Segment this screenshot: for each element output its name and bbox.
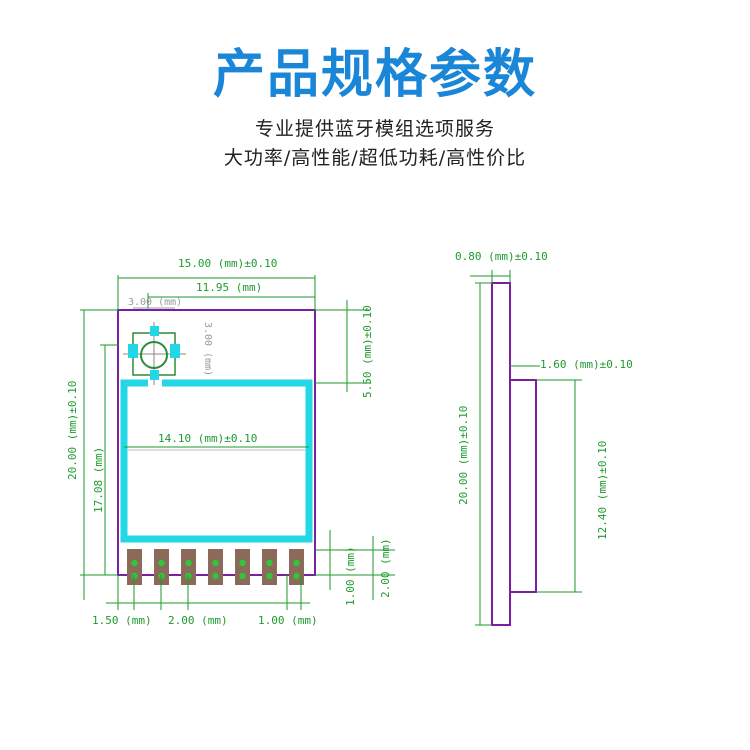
dim-side-height: 20.00 (mm)±0.10	[457, 406, 470, 505]
pin-pad	[208, 549, 223, 585]
dim-pin-width: 1.00 (mm)	[258, 614, 318, 627]
pin-dot	[266, 572, 273, 580]
side-view: 0.80 (mm)±0.10 1.60 (mm)±0.10 20.00 (mm)…	[455, 250, 633, 626]
pin-dot	[266, 559, 273, 567]
front-view: 15.00 (mm)±0.10 11.95 (mm) 3.00 (mm) 3.0…	[66, 257, 395, 627]
dim-pin-pitch: 2.00 (mm)	[168, 614, 228, 627]
dim-width-total: 15.00 (mm)±0.10	[178, 257, 277, 270]
pin-dot	[131, 559, 138, 567]
side-board	[491, 282, 511, 626]
dim-shield-height: 12.40 (mm)±0.10	[596, 441, 609, 540]
dim-width-inner: 11.95 (mm)	[196, 281, 262, 294]
dim-shield-width: 14.10 (mm)±0.10	[158, 432, 257, 445]
dim-height-total: 20.00 (mm)±0.10	[66, 381, 79, 480]
pin-pad	[127, 549, 142, 585]
pin-dot	[293, 559, 300, 567]
shield-notch	[148, 379, 162, 387]
pin-row	[127, 549, 304, 585]
dim-antenna-zone: 5.50 (mm)±0.10	[361, 305, 374, 398]
subtitle-line-2: 大功率/高性能/超低功耗/高性价比	[223, 147, 527, 169]
page-title: 产品规格参数	[212, 45, 537, 105]
dim-pin-length: 1.00 (mm)	[344, 546, 357, 606]
pin-pad	[181, 549, 196, 585]
pin-dot	[185, 559, 192, 567]
dim-total-thickness: 1.60 (mm)±0.10	[540, 358, 633, 371]
pin-dot	[293, 572, 300, 580]
dim-pin-zone: 2.00 (mm)	[379, 538, 392, 598]
dim-pin-offset: 1.50 (mm)	[92, 614, 152, 627]
subtitle-line-1: 专业提供蓝牙模组选项服务	[254, 118, 495, 140]
pin-dot	[212, 559, 219, 567]
antenna-symbol	[123, 322, 186, 385]
side-shield	[509, 379, 537, 593]
pin-dot	[158, 559, 165, 567]
pin-pad	[235, 549, 250, 585]
dim-antenna-width: 3.00 (mm)	[128, 297, 182, 308]
shield-frame	[120, 379, 313, 543]
pin-dot	[239, 572, 246, 580]
dim-height-body: 17.08 (mm)	[92, 447, 105, 513]
dim-board-thickness: 0.80 (mm)±0.10	[455, 250, 548, 263]
pin-dot	[239, 559, 246, 567]
pin-dot	[212, 572, 219, 580]
pin-pad	[154, 549, 169, 585]
dim-antenna-height: 3.00 (mm)	[202, 322, 213, 376]
pin-pad	[262, 549, 277, 585]
pin-pad	[289, 549, 304, 585]
